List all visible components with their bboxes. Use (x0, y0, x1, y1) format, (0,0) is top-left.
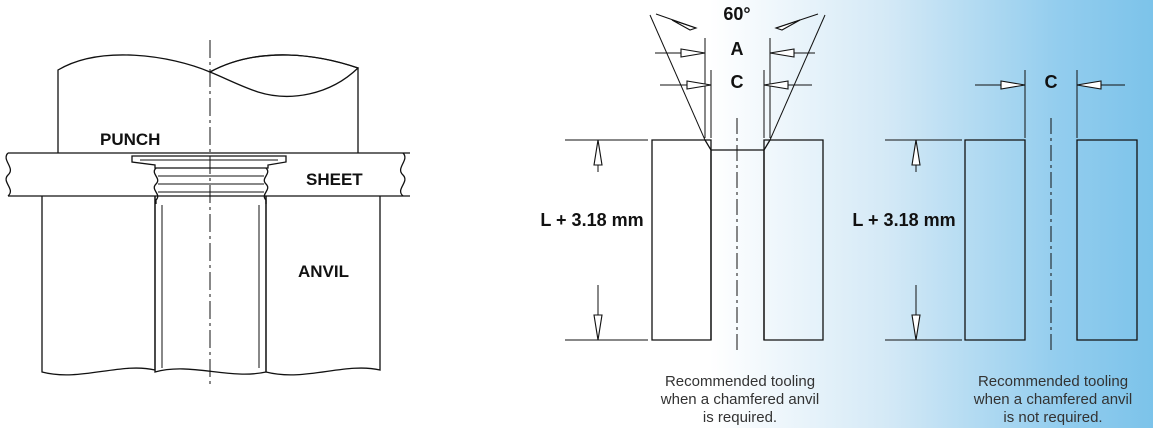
caption-right-line-1: Recommended tooling (978, 373, 1128, 390)
length-label-middle: L + 3.18 mm (540, 210, 643, 230)
caption-right-line-3: is not required. (1003, 409, 1102, 426)
caption-middle-line-2: when a chamfered anvil (660, 391, 819, 408)
caption-middle-line-3: is required. (703, 409, 777, 426)
chamfered-anvil-right (763, 139, 824, 341)
caption-middle-line-1: Recommended tooling (665, 373, 815, 390)
punch-label: PUNCH (100, 130, 160, 149)
sheet (0, 152, 410, 197)
sheet-label: SHEET (306, 170, 363, 189)
plain-anvil-right (1076, 139, 1138, 341)
label-a: A (731, 39, 744, 59)
background-gradient (520, 0, 1153, 428)
left-figure: PUNCH SHEET ANVIL (0, 40, 410, 385)
anvil-body (41, 194, 381, 376)
label-c-right: C (1045, 72, 1058, 92)
caption-right-line-2: when a chamfered anvil (973, 391, 1132, 408)
angle-label: 60° (723, 4, 750, 24)
anvil-label: ANVIL (298, 262, 349, 281)
fastener (131, 155, 287, 204)
right-figure: C L + 3.18 mm Recommended tooling when a… (852, 70, 1138, 426)
chamfered-anvil-left (651, 139, 712, 341)
middle-figure: 60° A C L + 3.18 mm Recommended tooling … (540, 4, 826, 426)
length-label-right: L + 3.18 mm (852, 210, 955, 230)
plain-anvil-left (964, 139, 1026, 341)
label-c-middle: C (731, 72, 744, 92)
